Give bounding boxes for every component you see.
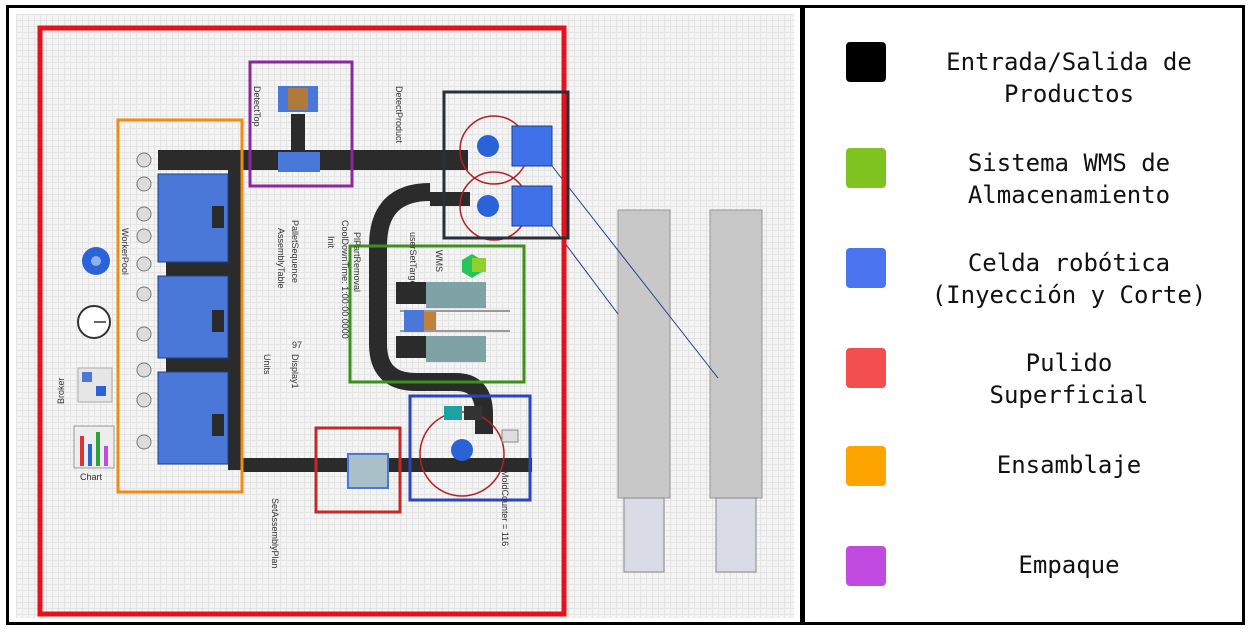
legend-swatch [846,446,886,486]
legend-swatch [846,248,886,288]
packaging-feed-conveyor [291,114,305,154]
label-pl-part-removal: PlPartRemoval [352,232,362,292]
label-chart: Chart [80,472,103,482]
assembly-branch-2 [166,358,228,372]
label-user-set-target: userSetTarget [408,232,418,289]
wms-in-conveyor [396,282,426,304]
label-wms: WMS [434,250,444,272]
legend-swatch [846,546,886,586]
label-detect-product: DetectProduct [394,86,404,144]
broker-icon [77,367,113,403]
chart-icon [73,425,115,469]
curve-top-conveyor [430,192,470,206]
assembly-racks [157,173,229,465]
simulation-canvas: DetectTop DetectProduct WorkerPool Palle… [16,14,794,618]
label-units: Units [262,354,272,375]
label-display: Display1 [290,354,300,389]
curved-conveyor [369,183,493,434]
assembly-branch-1 [166,262,228,276]
packaging-machine [278,86,320,172]
label-cooldown-time: CoolDownTime: 1:00:00.0000 [340,220,350,339]
legend-swatch [846,42,886,82]
label-mold-counter: MoldCounter = 116 [500,470,510,546]
label-assembly-table: AssemblyTable [276,228,286,289]
zone-ensamblaje [116,118,244,494]
wms-storage [400,254,510,362]
clock-icon [77,305,111,339]
label-pallet-sequence: PalletSequence [290,220,300,283]
zone-entrada-salida [442,90,570,240]
trucks [617,209,763,573]
label-detect-top: DetectTop [252,86,262,127]
zone-empaque [248,60,354,188]
plant-boundary [37,25,567,617]
label-worker-pool: WorkerPool [120,228,130,275]
legend-swatch [846,348,886,388]
pulido-station [347,453,389,489]
factory-layout-diagram: DetectTop DetectProduct WorkerPool Palle… [37,25,763,617]
label-set-assembly-plan: SetAssemblyPlan [270,498,280,569]
legend-swatch [846,148,886,188]
legend-divider [800,5,805,625]
zone-pulido [314,426,402,514]
worker-pool-icon [82,247,110,275]
wms-out-conveyor [396,336,426,358]
worker-icons [136,152,152,450]
label-broker: Broker [56,377,66,404]
legend-label: Celda robótica (Inyección y Corte) [931,249,1207,309]
label-init: Init [326,236,336,249]
zone-celda-robotica [408,394,532,502]
robotic-cells [419,115,553,497]
zone-wms [348,244,526,384]
label-display-value: 97 [292,340,302,350]
assembly-main-conveyor [228,170,242,470]
legend-label: Ensamblaje [996,451,1142,479]
legend-label: Pulido Superficial [989,349,1149,409]
legend-label: Entrada/Salida de Productos [946,48,1192,108]
legend-label: Empaque [1018,551,1120,579]
legend-label: Sistema WMS de Almacenamiento [967,149,1171,209]
